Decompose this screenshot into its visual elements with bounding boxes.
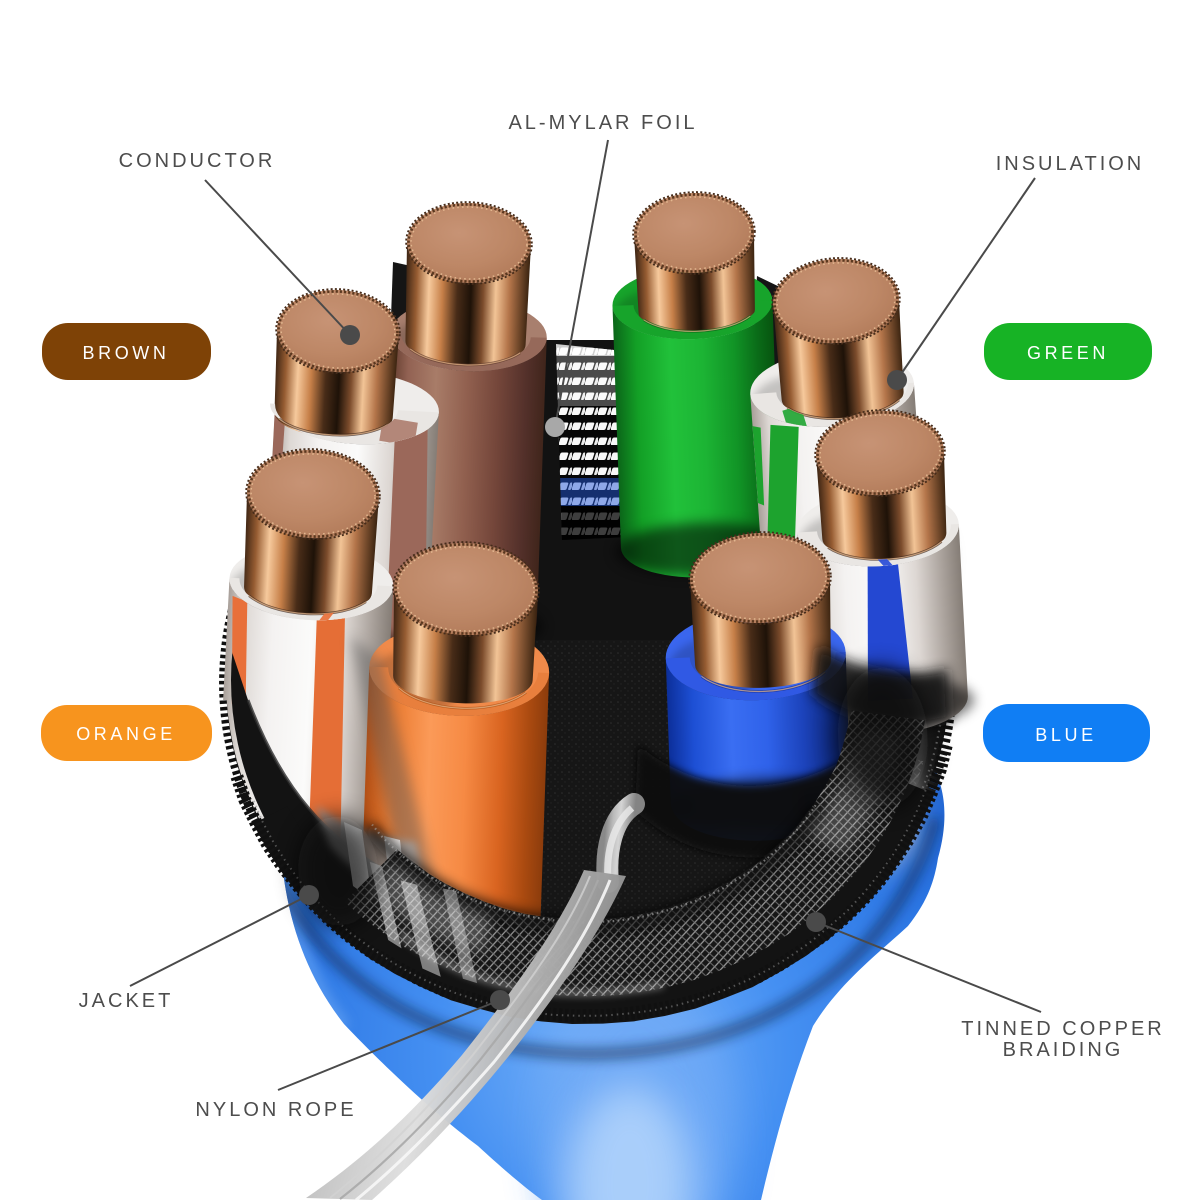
svg-text:TINNED COPPER: TINNED COPPER (961, 1018, 1164, 1040)
svg-text:CONDUCTOR: CONDUCTOR (119, 150, 276, 172)
svg-text:BLUE: BLUE (1035, 725, 1096, 745)
svg-text:GREEN: GREEN (1027, 343, 1109, 363)
svg-text:BROWN: BROWN (83, 343, 170, 363)
svg-text:ORANGE: ORANGE (76, 724, 176, 744)
svg-text:NYLON ROPE: NYLON ROPE (195, 1099, 356, 1121)
svg-text:INSULATION: INSULATION (996, 153, 1145, 175)
svg-text:BRAIDING: BRAIDING (1003, 1039, 1124, 1061)
svg-text:JACKET: JACKET (79, 990, 174, 1012)
svg-text:AL-MYLAR FOIL: AL-MYLAR FOIL (508, 112, 697, 134)
